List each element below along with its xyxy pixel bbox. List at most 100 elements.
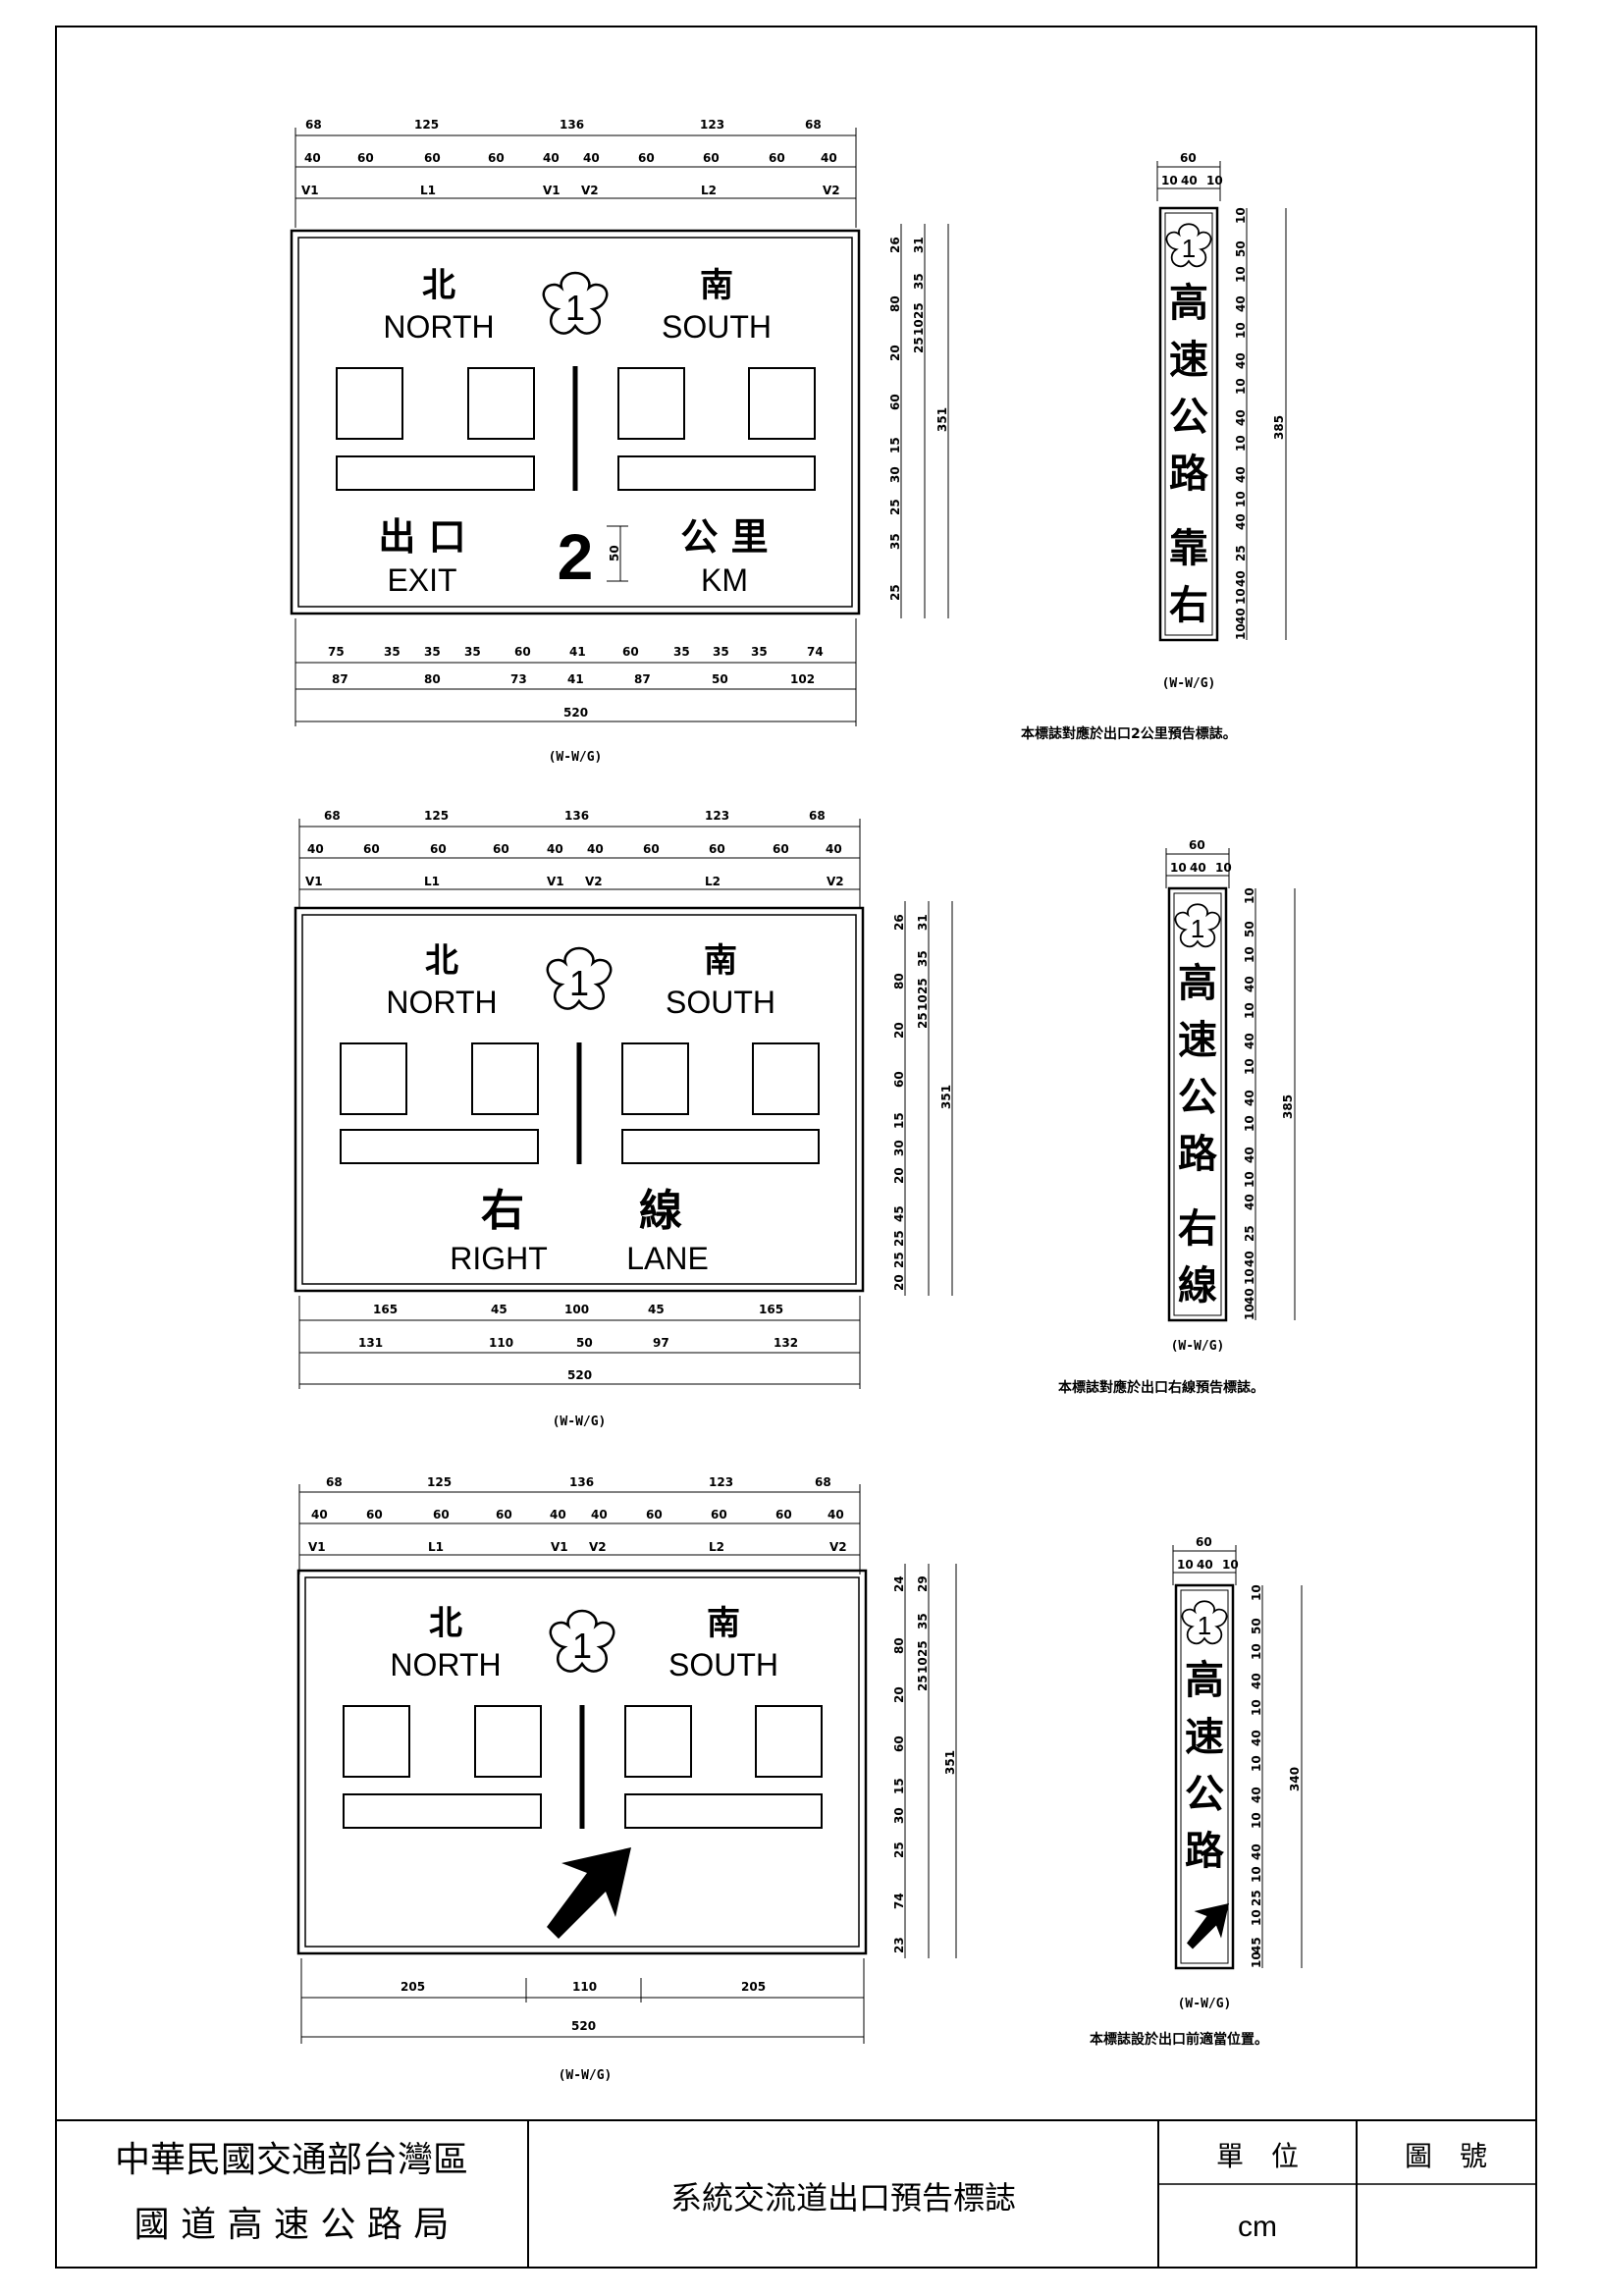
unit-label: 單 位 — [1216, 2140, 1299, 2172]
svg-text:26: 26 — [892, 914, 906, 931]
svg-text:10: 10 — [1243, 1002, 1256, 1019]
svg-text:25: 25 — [1250, 1890, 1263, 1906]
dim-mid-10: 40 — [821, 151, 837, 165]
svg-text:205: 205 — [400, 1980, 425, 1994]
dim-b1-11: 74 — [807, 645, 824, 659]
svg-text:10: 10 — [1234, 322, 1248, 339]
dim-top-1: 68 — [305, 118, 322, 132]
svg-text:40: 40 — [1243, 1147, 1256, 1163]
svg-text:40: 40 — [1234, 295, 1248, 312]
svg-text:40: 40 — [1250, 1787, 1263, 1803]
dim-r-2: 80 — [888, 295, 902, 312]
side-2-caption: (W-W/G) — [1171, 1339, 1225, 1354]
side-2-width: 60 — [1189, 838, 1205, 852]
sign-2-right-en: RIGHT — [450, 1241, 548, 1276]
sign-1-north-cn: 北 — [422, 266, 455, 305]
svg-text:V2: V2 — [829, 1540, 847, 1554]
svg-text:10: 10 — [1243, 1268, 1256, 1285]
sign-2-group: 68 125 136 123 68 40 60 60 60 40 40 60 6… — [294, 809, 953, 1429]
dim-r-1: 26 — [888, 237, 902, 253]
svg-text:40: 40 — [828, 1508, 844, 1522]
svg-text:V2: V2 — [585, 875, 603, 888]
svg-text:10: 10 — [1243, 1304, 1256, 1320]
zone-l1: L1 — [420, 184, 436, 197]
svg-text:29: 29 — [916, 1575, 930, 1592]
side-3-route-number: 1 — [1198, 1611, 1211, 1640]
side-1-sub-3: 10 — [1206, 174, 1223, 187]
sign-3-outer-border — [296, 1569, 868, 1955]
svg-text:60: 60 — [775, 1508, 792, 1522]
sign-1-num-dim: 50 — [608, 545, 621, 561]
dim-b1-9: 35 — [713, 645, 729, 659]
sign-2-right-cn: 右 — [481, 1186, 524, 1236]
side-2-char-3: 公 — [1178, 1075, 1217, 1120]
zone-l2: L2 — [701, 184, 717, 197]
sign-3-south-cn: 南 — [707, 1604, 740, 1643]
side-3-char-2: 速 — [1185, 1715, 1224, 1760]
page-frame — [55, 26, 1537, 2269]
svg-text:10: 10 — [1243, 1171, 1256, 1188]
dim-top-5: 68 — [805, 118, 822, 132]
svg-text:60: 60 — [643, 842, 660, 856]
svg-text:10: 10 — [1234, 623, 1248, 640]
svg-text:40: 40 — [1234, 570, 1248, 587]
svg-text:40: 40 — [1243, 1251, 1256, 1267]
side-1-char-4: 路 — [1169, 452, 1209, 497]
side-3-char-3: 公 — [1185, 1772, 1224, 1817]
svg-text:25: 25 — [892, 1230, 906, 1247]
side-3-height: 340 — [1288, 1767, 1302, 1791]
sign-2-route-boxes — [340, 1042, 820, 1164]
sign-2-height-total: 351 — [939, 1085, 953, 1109]
svg-text:40: 40 — [591, 1508, 608, 1522]
svg-text:10: 10 — [916, 1657, 930, 1674]
svg-text:136: 136 — [569, 1475, 594, 1489]
sign-3-route-boxes — [343, 1705, 823, 1829]
sign-2-south-cn: 南 — [704, 941, 737, 981]
svg-text:40: 40 — [1197, 1558, 1213, 1572]
zone-v1-left: V1 — [301, 184, 319, 197]
sign-1-group: 68 125 136 123 68 40 60 60 60 40 40 60 6… — [290, 118, 949, 765]
side-3-char-4: 路 — [1185, 1829, 1225, 1874]
side-3-dims: 10 50 10 40 10 40 10 40 10 40 10 25 10 4… — [1250, 1584, 1302, 1968]
svg-text:60: 60 — [892, 1071, 906, 1088]
side-2-height: 385 — [1281, 1095, 1295, 1119]
dim-r-3: 20 — [888, 345, 902, 361]
dim-mid-5: 40 — [543, 151, 560, 165]
sign-1-width-total: 520 — [563, 706, 588, 720]
svg-text:40: 40 — [550, 1508, 566, 1522]
side-1-caption: (W-W/G) — [1162, 676, 1216, 691]
unit-value: cm — [1238, 2211, 1277, 2243]
sign-2-lane-en: LANE — [626, 1241, 709, 1276]
side-3-char-1: 高 — [1185, 1658, 1224, 1703]
svg-text:10: 10 — [1250, 1909, 1263, 1926]
dim-r2-1: 31 — [912, 237, 926, 253]
svg-text:205: 205 — [741, 1980, 766, 1994]
sign-1-exit-cn: 出 口 — [378, 515, 465, 559]
svg-text:40: 40 — [1234, 352, 1248, 369]
dim-b2-3: 73 — [510, 672, 527, 686]
svg-text:L1: L1 — [428, 1540, 444, 1554]
svg-text:68: 68 — [809, 809, 826, 823]
svg-text:10: 10 — [1250, 1812, 1263, 1829]
side-3-caption: (W-W/G) — [1178, 1997, 1232, 2011]
svg-text:10: 10 — [1250, 1584, 1263, 1601]
sign-1-height-total: 351 — [935, 407, 949, 432]
svg-text:10: 10 — [1250, 1755, 1263, 1772]
svg-text:V1: V1 — [305, 875, 323, 888]
dim-top-2: 125 — [414, 118, 439, 132]
svg-text:25: 25 — [892, 1842, 906, 1858]
title-block — [56, 2119, 1536, 2268]
dim-r2-3: 25 — [912, 302, 926, 319]
dim-b2-6: 50 — [712, 672, 728, 686]
dim-b1-5: 60 — [514, 645, 531, 659]
svg-text:20: 20 — [892, 1686, 906, 1703]
svg-text:V2: V2 — [827, 875, 844, 888]
dim-r-7: 25 — [888, 499, 902, 515]
side-2-char-2: 速 — [1178, 1018, 1217, 1063]
sign-2-inner-border — [301, 914, 857, 1285]
svg-text:L2: L2 — [709, 1540, 724, 1554]
svg-text:80: 80 — [892, 973, 906, 989]
svg-text:V1: V1 — [547, 875, 564, 888]
side-2-inner-border — [1173, 892, 1222, 1316]
